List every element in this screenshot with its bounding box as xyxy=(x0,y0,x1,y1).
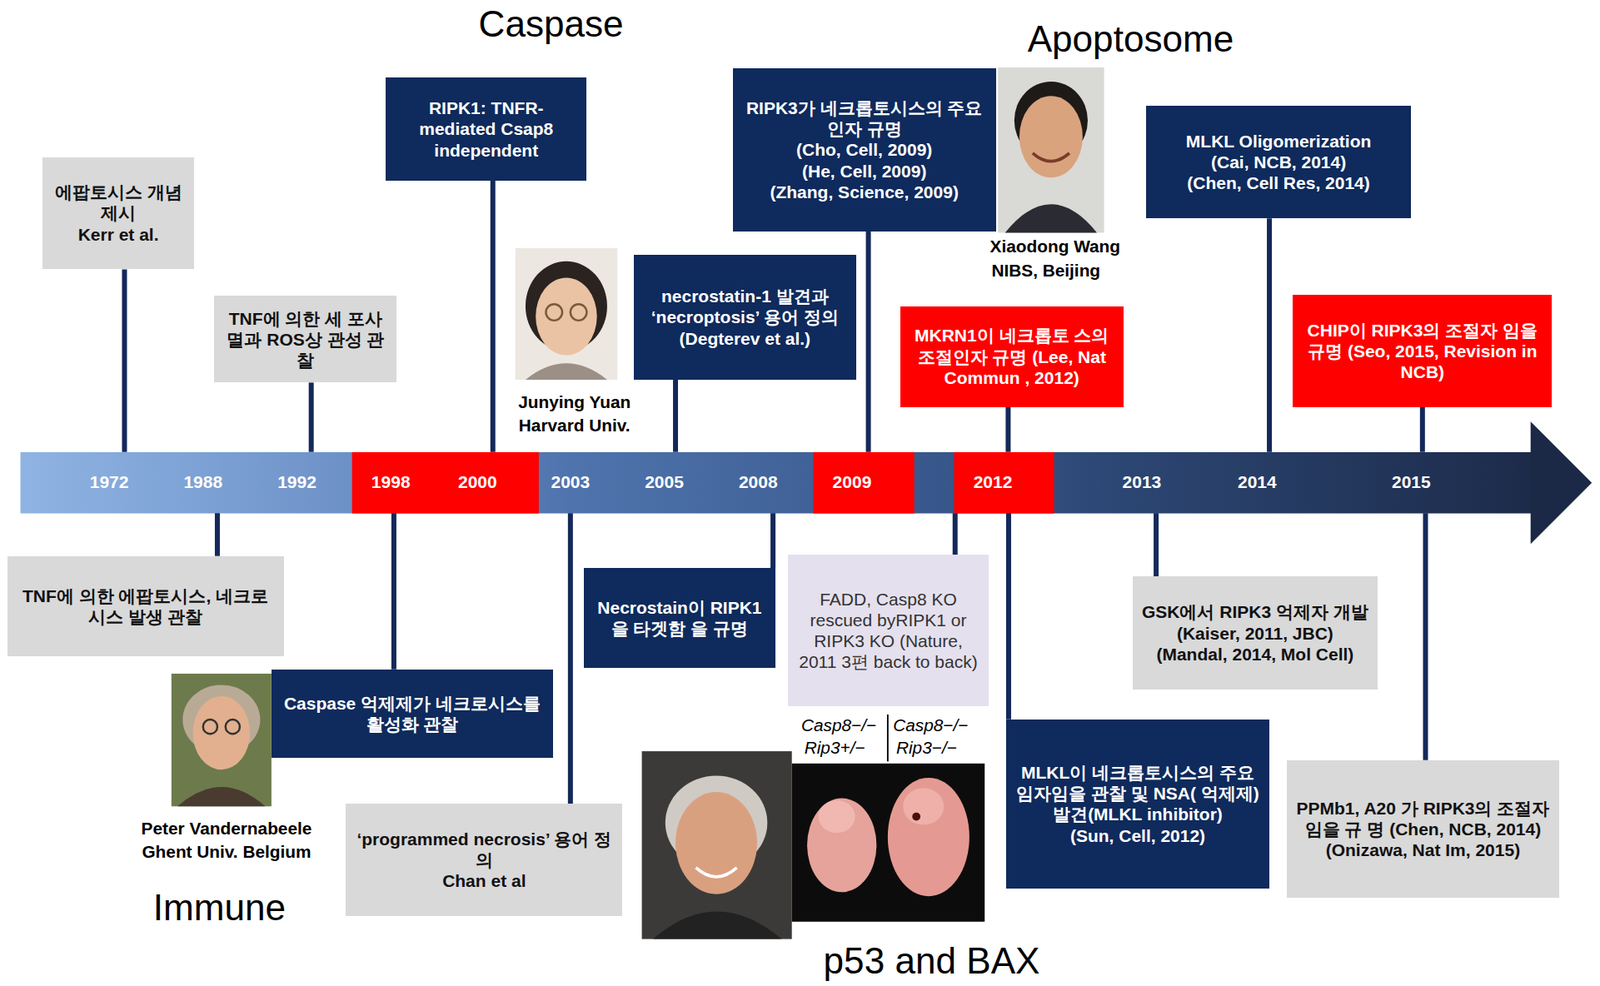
event-box: 에팝토시스 개념 제시Kerr et al. xyxy=(42,157,194,270)
caption-label: Casp8−/− xyxy=(801,715,877,736)
event-box: PPMb1, A20 가 RIPK3의 조절자임을 규 명 (Chen, NCB… xyxy=(1286,760,1560,898)
event-box: MLKL Oligomerization(Cai, NCB, 2014)(Che… xyxy=(1146,105,1412,219)
event-text: MLKL Oligomerization xyxy=(1186,130,1371,152)
timeline-leader xyxy=(490,180,496,453)
timeline-leader xyxy=(672,379,678,453)
timeline-leader xyxy=(1420,407,1426,453)
caption-label: Junying Yuan xyxy=(518,392,631,413)
highlight-segment xyxy=(812,452,914,514)
citation-text: (Chen, Cell Res, 2014) xyxy=(1186,172,1370,194)
event-box: MLKL이 네크롭토시스의 주요임자임을 관찰 및 NSA( 억제제) 발견(M… xyxy=(1006,719,1270,889)
year-label: 2005 xyxy=(644,472,684,494)
year-label: 2013 xyxy=(1122,472,1162,494)
highlight-segment xyxy=(953,452,1054,514)
event-text: MKRN1이 네크롭토 스의 조절인자 규명 (Lee, Nat Commun … xyxy=(907,324,1117,389)
event-text: ‘programmed necrosis’ 용어 정의 xyxy=(353,828,615,871)
event-box: necrostatin-1 발견과 ‘necroptosis’ 용어 정의(De… xyxy=(633,254,857,379)
event-box: MKRN1이 네크롭토 스의 조절인자 규명 (Lee, Nat Commun … xyxy=(900,306,1124,408)
timeline-leader xyxy=(952,513,958,555)
timeline-leader xyxy=(1006,513,1012,719)
citation-text: (He, Cell, 2009) xyxy=(802,160,927,182)
event-text: TNF에 의한 에팝토시스, 네크로시스 발생 관찰 xyxy=(14,585,277,628)
citation-text: Kerr et al. xyxy=(78,224,160,245)
timeline-leader xyxy=(568,513,574,804)
timeline-leader xyxy=(121,269,127,452)
year-label: 1988 xyxy=(183,472,223,494)
event-box: CHIP이 RIPK3의 조절자 임을 규명 (Seo, 2015, Revis… xyxy=(1292,294,1552,408)
event-box: TNF에 의한 에팝토시스, 네크로시스 발생 관찰 xyxy=(7,556,285,657)
event-box: GSK에서 RIPK3 억제자 개발(Kaiser, 2011, JBC)(Ma… xyxy=(1132,576,1378,690)
timeline-leader xyxy=(1266,218,1272,453)
caption-label: Peter Vandernabeele xyxy=(141,818,313,839)
event-box: Necrostain이 RIPK1을 타겟함 을 규명 xyxy=(583,568,776,668)
caption-label: Ghent Univ. Belgium xyxy=(141,842,311,863)
year-label: 1998 xyxy=(371,472,411,494)
citation-text: (Cho, Cell, 2009) xyxy=(796,139,933,160)
timeline-leader xyxy=(866,231,872,453)
year-label: 2012 xyxy=(973,472,1013,494)
portrait-photo xyxy=(171,673,272,807)
event-text: Caspase 억제제가 네크로시스를 활성화 관찰 xyxy=(279,692,546,735)
event-box: ‘programmed necrosis’ 용어 정의Chan et al xyxy=(345,803,623,917)
theme-label: Apoptosome xyxy=(1027,17,1235,60)
year-label: 2009 xyxy=(832,472,873,494)
event-text: CHIP이 RIPK3의 조절자 임을 규명 (Seo, 2015, Revis… xyxy=(1300,319,1545,384)
event-text: Necrostain이 RIPK1을 타겟함 을 규명 xyxy=(591,597,768,639)
citation-text: (Kaiser, 2011, JBC) xyxy=(1176,623,1334,644)
event-text: FADD, Casp8 KO rescued byRIPK1 or RIPK3 … xyxy=(795,588,982,673)
timeline-leader xyxy=(770,513,776,569)
citation-text: (Mandal, 2014, Mol Cell) xyxy=(1156,643,1354,665)
genotype-divider xyxy=(887,714,889,762)
event-text: TNF에 의한 세 포사멸과 ROS상 관성 관찰 xyxy=(221,308,389,372)
timeline-band-fill xyxy=(20,452,1534,514)
event-text: 에팝토시스 개념 제시 xyxy=(49,181,186,224)
portrait-photo xyxy=(642,751,793,940)
year-label: 2003 xyxy=(550,472,590,494)
event-text: RIPK3가 네크롭토시스의 주요 인자 규명 xyxy=(740,97,989,140)
highlight-segment xyxy=(352,452,539,514)
event-box: TNF에 의한 세 포사멸과 ROS상 관성 관찰 xyxy=(214,295,397,383)
event-box: RIPK3가 네크롭토시스의 주요 인자 규명(Cho, Cell, 2009)… xyxy=(732,68,997,232)
year-label: 2014 xyxy=(1237,472,1277,494)
event-text: GSK에서 RIPK3 억제자 개발 xyxy=(1141,601,1369,623)
timeline-band: 1972 1988 1992 1998 2000 2003 2005 2008 2009 2012… xyxy=(20,452,1534,514)
year-label: 2015 xyxy=(1391,472,1431,494)
citation-text: (Sun, Cell, 2012) xyxy=(1070,825,1206,847)
embryo-photo xyxy=(792,763,986,923)
citation-text: (Zhang, Science, 2009) xyxy=(769,181,958,203)
theme-label: p53 and BAX xyxy=(823,940,1041,983)
caption-label: Harvard Univ. xyxy=(518,415,631,436)
year-label: 1992 xyxy=(277,472,317,494)
year-label: 2008 xyxy=(738,472,778,494)
portrait-photo xyxy=(515,248,619,380)
event-box: FADD, Casp8 KO rescued byRIPK1 or RIPK3 … xyxy=(787,554,989,706)
timeline-leader xyxy=(214,513,220,556)
timeline-arrowhead xyxy=(1530,421,1593,544)
citation-text: (Degterev et al.) xyxy=(679,328,812,349)
portrait-photo xyxy=(997,67,1104,234)
timeline-leader xyxy=(391,513,397,669)
caption-label: Casp8−/− xyxy=(892,715,968,736)
year-label: 1972 xyxy=(89,472,130,494)
timeline-leader xyxy=(1423,513,1429,761)
event-box: RIPK1: TNFR-mediated Csap8 independent xyxy=(385,77,587,181)
event-text: PPMb1, A20 가 RIPK3의 조절자임을 규 명 (Chen, NCB… xyxy=(1294,797,1552,862)
caption-label: Xiaodong Wang xyxy=(990,237,1121,258)
year-label: 2000 xyxy=(458,472,498,494)
event-text: necrostatin-1 발견과 ‘necroptosis’ 용어 정의 xyxy=(641,285,849,328)
theme-label: Caspase xyxy=(478,3,624,46)
citation-text: (Cai, NCB, 2014) xyxy=(1211,151,1346,173)
event-text: RIPK1: TNFR-mediated Csap8 independent xyxy=(393,97,579,161)
caption-label: NIBS, Beijing xyxy=(991,260,1101,281)
theme-label: Immune xyxy=(153,887,286,930)
caption-label: Rip3+/− xyxy=(804,737,866,758)
event-text: MLKL이 네크롭토시스의 주요임자임을 관찰 및 NSA( 억제제) 발견(M… xyxy=(1013,762,1262,826)
event-box: Caspase 억제제가 네크로시스를 활성화 관찰 xyxy=(271,669,554,759)
citation-text: Chan et al xyxy=(442,870,526,892)
timeline-leader xyxy=(1153,513,1159,577)
timeline-leader xyxy=(1005,407,1011,453)
timeline-leader xyxy=(309,382,315,452)
caption-label: Rip3−/− xyxy=(896,737,958,758)
